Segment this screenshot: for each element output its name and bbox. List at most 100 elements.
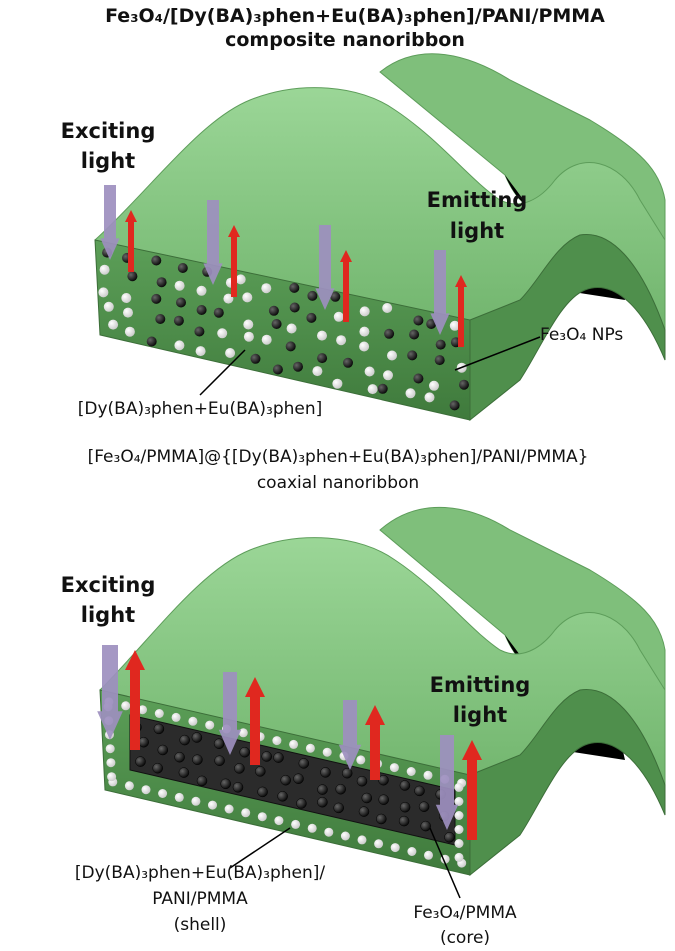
top-particle-field [98, 247, 469, 411]
complex-particle [261, 283, 272, 294]
bottom-emitting-line2: light [453, 703, 507, 727]
core-particle [341, 767, 353, 779]
core-particle [420, 820, 431, 832]
shell-particle [454, 825, 464, 834]
complex-particle [124, 326, 135, 337]
shell-particle [208, 800, 217, 810]
bottom-shell-line1: [Dy(BA)₃phen+Eu(BA)₃phen]/ [75, 863, 326, 883]
complex-particle [367, 384, 378, 395]
fe3o4-particle [434, 355, 445, 366]
bottom-arrow-group [97, 645, 482, 840]
shell-particle [241, 808, 251, 818]
fe3o4-particle [407, 350, 418, 361]
fe3o4-particle [435, 339, 446, 350]
core-particle [320, 767, 331, 778]
bottom-title-line1: [Fe₃O₄/PMMA]@{[Dy(BA)₃phen+Eu(BA)₃phen]/… [88, 447, 589, 467]
core-particle [179, 734, 190, 746]
complex-particle [286, 323, 297, 334]
complex-particle [223, 293, 234, 304]
top-ribbon-right-face [469, 233, 666, 422]
fe3o4-particle [156, 277, 167, 288]
fe3o4-particle [155, 314, 166, 324]
core-particle [296, 798, 307, 809]
shell-particle [423, 770, 433, 780]
core-particle [293, 773, 304, 784]
shell-particle [406, 767, 416, 776]
core-particle [418, 801, 430, 812]
top-complex-leader-line [199, 349, 246, 396]
bottom-shell-line3: (shell) [174, 915, 227, 935]
core-particle [257, 786, 268, 798]
shell-particle [141, 785, 151, 795]
complex-particle [429, 380, 439, 391]
emission-arrow [455, 275, 467, 347]
fe3o4-particle [268, 305, 279, 316]
complex-particle [243, 331, 254, 342]
core-particle [317, 796, 328, 808]
shell-particle [389, 763, 399, 773]
shell-particle [274, 816, 284, 826]
fe3o4-particle [127, 271, 138, 282]
core-particle [273, 752, 284, 763]
shell-particle [188, 716, 198, 726]
complex-particle [387, 350, 397, 361]
emission-arrow [125, 650, 145, 750]
shell-particle [340, 831, 350, 841]
shell-particle [138, 705, 147, 715]
complex-particle [99, 264, 110, 275]
shell-particle [106, 758, 116, 768]
core-particle [213, 738, 225, 749]
complex-particle [333, 311, 344, 322]
fe3o4-particle [173, 315, 184, 326]
fe3o4-particle [426, 319, 437, 329]
complex-particle [174, 340, 185, 351]
complex-particle [359, 326, 370, 337]
complex-particle [382, 303, 393, 313]
shell-particle [374, 839, 384, 849]
shell-particle [305, 743, 315, 753]
emission-arrow [228, 225, 240, 297]
shell-particle [158, 789, 168, 798]
complex-particle [317, 330, 327, 341]
shell-particle [105, 744, 115, 754]
core-particle [399, 801, 411, 813]
shell-particle [107, 772, 117, 782]
bottom-emitting-line1: Emitting [430, 673, 531, 697]
shell-particle [191, 796, 201, 806]
core-particle [232, 782, 244, 793]
core-particle [255, 766, 266, 777]
complex-particle [108, 319, 119, 330]
complex-particle [121, 293, 132, 303]
shell-particle [174, 792, 184, 802]
shell-particle [205, 720, 215, 730]
fe3o4-particle [306, 312, 317, 323]
emission-arrow [462, 740, 482, 840]
top-exciting-line2: light [81, 149, 135, 173]
bottom-core-line1: Fe₃O₄/PMMA [413, 903, 517, 923]
shell-particle [454, 782, 464, 792]
shell-particle [357, 835, 367, 845]
core-particle [378, 774, 389, 786]
top-exciting-line1: Exciting [61, 119, 156, 143]
bottom-ribbon-right-face [469, 688, 666, 877]
shell-particle [390, 843, 400, 853]
complex-particle [261, 334, 272, 345]
complex-particle [242, 292, 253, 303]
fe3o4-particle [317, 353, 328, 364]
shell-particle [356, 755, 366, 765]
complex-particle [359, 341, 370, 352]
emission-arrow [125, 210, 137, 272]
core-particle [178, 767, 190, 778]
excitation-arrow [218, 672, 242, 755]
complex-particle [424, 392, 435, 403]
bottom-shell-leader-line [229, 827, 291, 869]
excitation-arrow [100, 185, 120, 260]
complex-particle [196, 285, 207, 296]
core-particle [214, 755, 225, 766]
core-particle [414, 785, 425, 797]
shell-particle [124, 781, 134, 791]
core-particle [191, 732, 203, 743]
top-panel: Fe₃O₄/[Dy(BA)₃phen+Eu(BA)₃phen]/PANI/PMM… [61, 5, 666, 422]
fe3o4-particle [409, 329, 420, 340]
